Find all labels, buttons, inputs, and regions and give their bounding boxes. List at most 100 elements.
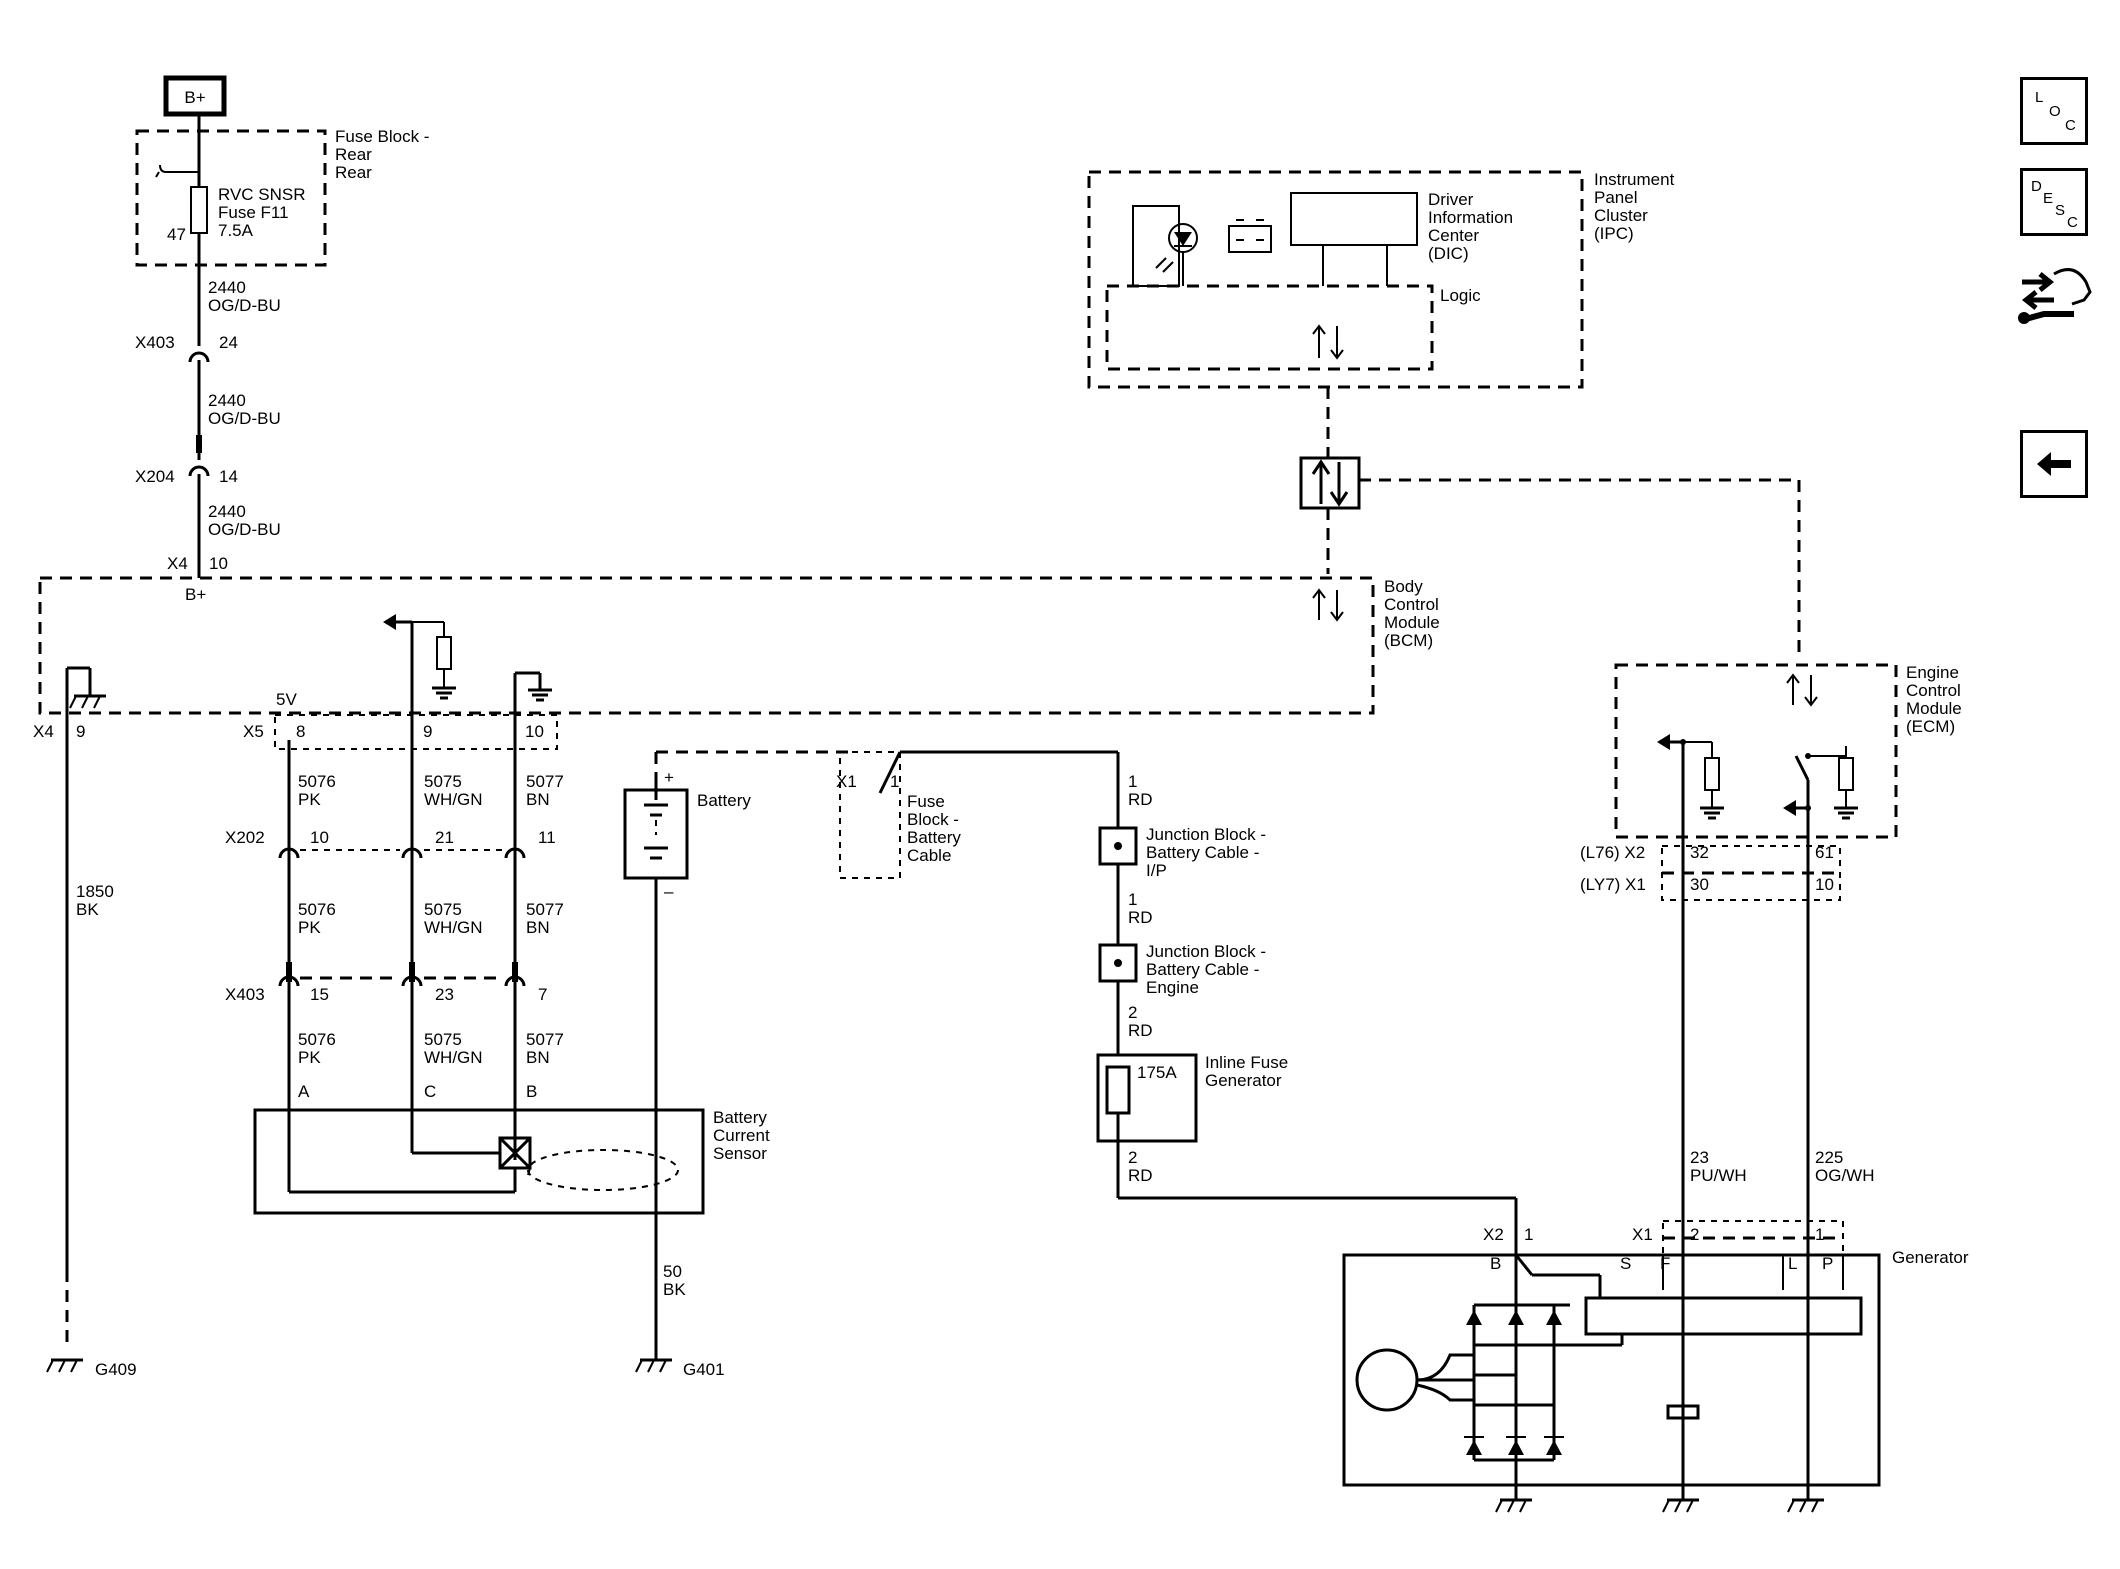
- ecm-conn-ly7-pins-1-label: 10: [1815, 875, 1834, 894]
- fuse-block-rear-name-label: Fuse Block -: [335, 127, 429, 146]
- fuse-f11: [190, 186, 208, 234]
- generator-terms-4-label: P: [1822, 1254, 1833, 1273]
- sensor-name3-label: Sensor: [713, 1144, 767, 1163]
- rd1-color-label: RD: [1128, 908, 1153, 927]
- ipc-name-label: Instrument: [1594, 170, 1675, 189]
- w5076-circuit-label: 5076: [298, 1030, 336, 1049]
- fuse-block-battery-name2-label: Block -: [907, 810, 959, 829]
- w1850-circuit-label: 1850: [76, 882, 114, 901]
- x403-bottom-pins-1-label: 23: [435, 985, 454, 1004]
- sensor-name-label: Battery: [713, 1108, 767, 1127]
- label-label: S: [2055, 202, 2065, 219]
- fuse-block-battery-pin-label: 1: [890, 772, 899, 791]
- connector-view-button[interactable]: [2014, 252, 2094, 332]
- x204-pin-label: 14: [219, 467, 238, 486]
- battery: + – Battery 50 BK G401: [623, 750, 848, 1379]
- fuse-block-rear-fuse-label: RVC SNSR: [218, 185, 306, 204]
- fuse-block-rear-fuse2-label: Fuse F11: [218, 203, 289, 222]
- rd1-circuit-label: 1: [1128, 890, 1137, 909]
- w5075-color-label: WH/GN: [424, 790, 483, 809]
- x403-top-pin-label: 24: [219, 333, 238, 352]
- generator-x2-pin-label: 1: [1524, 1225, 1533, 1244]
- label-label: O: [2049, 103, 2061, 120]
- w5076-color-label: PK: [298, 1048, 321, 1067]
- ipc-dic2-label: Information: [1428, 208, 1513, 227]
- x4-top-conn-label: X4: [167, 554, 188, 573]
- ecm-conn-l76-label: (L76) X2: [1580, 843, 1645, 862]
- rd2-color-label: RD: [1128, 1166, 1153, 1185]
- sensor-wires: [278, 740, 526, 1192]
- ecm-name3-label: Module: [1906, 699, 1962, 718]
- wire-2440-circuit-label: 2440: [208, 502, 246, 521]
- label-label: E: [2043, 190, 2053, 207]
- ecm-conn-ly7-label: (LY7) X1: [1580, 875, 1646, 894]
- ipc-name3-label: Cluster: [1594, 206, 1648, 225]
- w5077-color-label: BN: [526, 1048, 550, 1067]
- generator-terms-2-label: F: [1660, 1254, 1670, 1273]
- sensor-pins-0-label: A: [298, 1082, 310, 1101]
- ipc-logic-label: Logic: [1440, 286, 1481, 305]
- x403-top-conn-label: X403: [135, 333, 175, 352]
- w5075-circuit-label: 5075: [424, 900, 462, 919]
- battery-name-label: Battery: [697, 791, 751, 810]
- wire-1850: 1850 BK G409: [45, 740, 137, 1379]
- w1850-color-label: BK: [76, 900, 99, 919]
- back-button[interactable]: [2020, 430, 2088, 498]
- desc-button[interactable]: D E S C: [2020, 168, 2088, 236]
- loc-button[interactable]: L O C: [2020, 77, 2088, 145]
- fuse-block-battery-cable: X1 1 Fuse Block - Battery Cable: [836, 750, 1120, 879]
- x5-conn-label: X5: [243, 722, 264, 741]
- jb-engine-name3-label: Engine: [1146, 978, 1199, 997]
- w23-circuit-label: 23: [1690, 1148, 1709, 1167]
- w5077-circuit-label: 5077: [526, 900, 564, 919]
- w5075-circuit-label: 5075: [424, 1030, 462, 1049]
- back-arrow-icon: [2037, 452, 2071, 476]
- fuse-block-rear: 47 RVC SNSR Fuse F11 7.5A Fuse Block - R…: [135, 114, 429, 267]
- battery-current-sensor: Battery Current Sensor: [253, 1108, 770, 1215]
- label-label: C: [2065, 117, 2076, 134]
- wire-2440-circuit-label: 2440: [208, 391, 246, 410]
- ipc-dic4-label: (DIC): [1428, 244, 1469, 263]
- generator-terms-3-label: L: [1788, 1254, 1797, 1273]
- desc-icon: D E S C: [2031, 178, 2078, 231]
- battery-neg-label: –: [664, 882, 674, 901]
- rd1-circuit-label: 1: [1128, 772, 1137, 791]
- ipc-name4-label: (IPC): [1594, 224, 1634, 243]
- fuse-block-rear-name2-label: Rear: [335, 145, 372, 164]
- jb-ip-name-label: Junction Block -: [1146, 825, 1266, 844]
- label-label: C: [2067, 214, 2078, 231]
- ecm-name2-label: Control: [1906, 681, 1961, 700]
- bplus-source: B+: [163, 75, 227, 117]
- generator-x1-pins-0-label: 2: [1690, 1225, 1699, 1244]
- x202-conn-label: X202: [225, 828, 265, 847]
- wire-rd: 1 RD Junction Block - Battery Cable - I/…: [1096, 772, 1518, 1255]
- w50-circuit-label: 50: [663, 1262, 682, 1281]
- ipc-dic3-label: Center: [1428, 226, 1479, 245]
- ecm-name-label: Engine: [1906, 663, 1959, 682]
- x5-v-label: 5V: [276, 690, 297, 709]
- bcm-name3-label: Module: [1384, 613, 1440, 632]
- jb-ip-name2-label: Battery Cable -: [1146, 843, 1259, 862]
- x403-bottom-pins-0-label: 15: [310, 985, 329, 1004]
- jb-engine-name-label: Junction Block -: [1146, 942, 1266, 961]
- w5077-color-label: BN: [526, 790, 550, 809]
- x4-top-label-label: B+: [185, 585, 206, 604]
- w225-color-label: OG/WH: [1815, 1166, 1875, 1185]
- x4-top-pin-label: 10: [209, 554, 228, 573]
- generator-terms-0-label: B: [1490, 1254, 1501, 1273]
- battery-pos-label: +: [664, 768, 674, 787]
- ecm-conn-l76-pins-1-label: 61: [1815, 843, 1834, 862]
- w5075-color-label: WH/GN: [424, 1048, 483, 1067]
- w5075-color-label: WH/GN: [424, 918, 483, 937]
- generator-x2-label: X2: [1483, 1225, 1504, 1244]
- ecm-name4-label: (ECM): [1906, 717, 1955, 736]
- x4-bottom-pin-label: 9: [76, 722, 85, 741]
- wire-2440-circuit-label: 2440: [208, 278, 246, 297]
- w5077-circuit-label: 5077: [526, 772, 564, 791]
- wire-2440-color-label: OG/D-BU: [208, 409, 281, 428]
- w225-circuit-label: 225: [1815, 1148, 1843, 1167]
- w5076-circuit-label: 5076: [298, 772, 336, 791]
- wire-2440-color-label: OG/D-BU: [208, 520, 281, 539]
- inline-fuse-name2-label: Generator: [1205, 1071, 1282, 1090]
